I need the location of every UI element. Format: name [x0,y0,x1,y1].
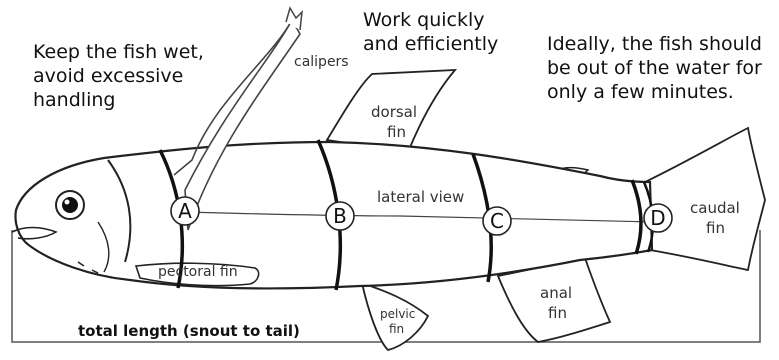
calipers [184,18,301,231]
point-d: D [643,203,673,233]
point-a-label: A [178,199,192,223]
caudal-fin-label-2: fin [706,219,725,237]
lateral-line [184,211,656,223]
pectoral-fin-label: pectoral fin [158,264,238,280]
calipers-label: calipers [294,54,349,70]
anal-fin [496,256,612,343]
gill-cover [107,159,132,263]
pectoral-fin [134,262,260,287]
dorsal-fin [325,69,458,153]
pelvic-fin [360,281,430,351]
girth-band-d [630,179,643,255]
point-b-label: B [333,204,347,228]
anal-fin-label-2: fin [548,304,567,322]
pelvic-fin-label-2: fin [389,322,404,336]
caudal-fin [644,126,766,272]
lateral-view-label: lateral view [377,188,464,206]
point-b: B [325,201,355,231]
pelvic-fin-label: pelvic [380,307,415,321]
point-c: C [482,206,512,236]
caudal-fin-label: caudal [690,199,740,217]
anal-fin-label: anal [540,284,572,302]
dorsal-fin-label: dorsal [371,103,417,121]
point-c-label: C [490,209,504,233]
note-out-of-water-time: Ideally, the fish should be out of the w… [547,33,762,103]
dorsal-fin-label-2: fin [387,123,406,141]
gill-arch [97,221,110,273]
point-a: A [170,196,200,226]
point-d-label: D [650,206,665,230]
fish-mouth [11,226,58,240]
total-length-label: total length (snout to tail) [78,322,300,340]
note-keep-fish-wet: Keep the fish wet, avoid excessive handl… [33,41,204,111]
note-work-quickly: Work quickly and efficiently [363,9,499,55]
fish-pupil [62,197,78,213]
